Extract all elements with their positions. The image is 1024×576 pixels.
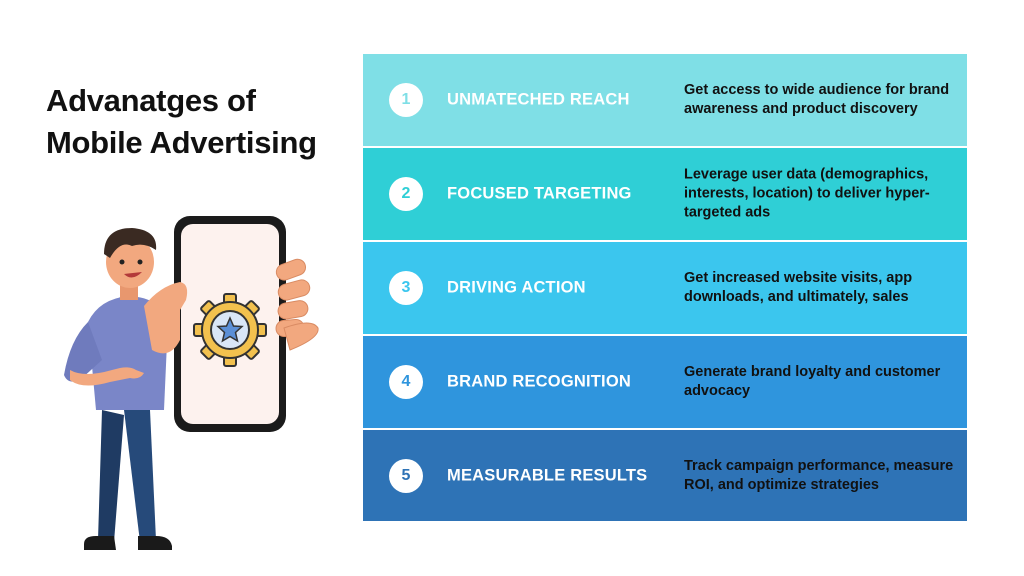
advantage-row-4: 4 BRAND RECOGNITION Generate brand loyal… [363, 336, 967, 430]
advantage-row-5: 5 MEASURABLE RESULTS Track campaign perf… [363, 430, 967, 521]
man-holding-phone-illustration [64, 216, 319, 550]
number-badge: 2 [389, 177, 423, 211]
advantage-heading: DRIVING ACTION [447, 278, 586, 297]
advantage-row-1: 1 UNMATECHED REACH Get access to wide au… [363, 54, 967, 148]
advantage-heading: FOCUSED TARGETING [447, 184, 632, 203]
phone [174, 216, 286, 432]
advantage-heading: MEASURABLE RESULTS [447, 466, 648, 484]
number-badge: 5 [389, 458, 423, 493]
advantage-description: Get increased website visits, app downlo… [684, 270, 913, 305]
number-badge: 1 [389, 83, 423, 117]
star-gear-icon [193, 293, 267, 367]
number-badge: 4 [389, 365, 423, 399]
number-badge: 3 [389, 271, 423, 305]
left-shoe [84, 536, 116, 550]
advantage-description: Generate brand loyalty and customer advo… [684, 364, 941, 399]
advantage-row-2: 2 FOCUSED TARGETING Leverage user data (… [363, 148, 967, 242]
page-title: Advanatges of Mobile Advertising [46, 80, 366, 164]
title-line-1: Advanatges of [46, 83, 256, 118]
advantage-description: Get access to wide audience for brand aw… [684, 82, 950, 117]
advantage-description: Track campaign performance, measure ROI,… [684, 457, 954, 493]
advantage-heading: BRAND RECOGNITION [447, 372, 631, 391]
advantage-description: Leverage user data (demographics, intere… [684, 166, 930, 221]
advantage-row-3: 3 DRIVING ACTION Get increased website v… [363, 242, 967, 336]
advantages-list: 1 UNMATECHED REACH Get access to wide au… [363, 54, 967, 521]
advantage-heading: UNMATECHED REACH [447, 90, 630, 109]
title-line-2: Mobile Advertising [46, 125, 317, 160]
right-shoe [138, 536, 172, 550]
